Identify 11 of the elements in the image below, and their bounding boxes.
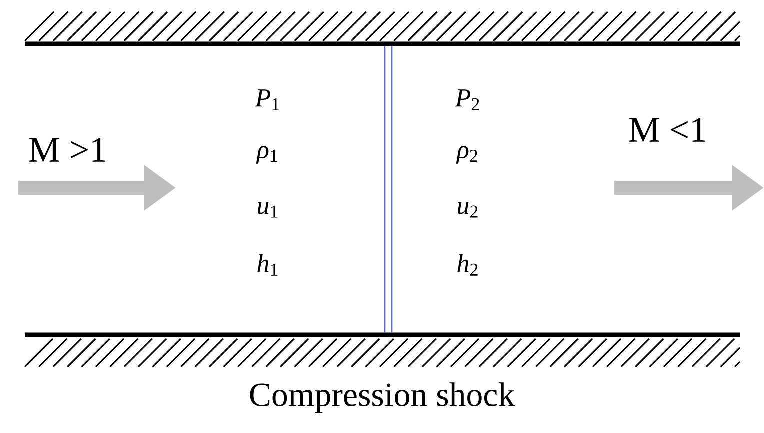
state-variable: h$_{2}$	[458, 254, 478, 276]
caption: Compression shock	[250, 382, 516, 414]
state-variable: P$_{1}$	[255, 90, 280, 110]
state-variable: u$_{2}$	[458, 202, 478, 218]
state-variable: ρ$_{2}$	[456, 146, 478, 164]
flow-mach-label: M <1	[630, 118, 706, 142]
state-variable: P$_{2}$	[455, 90, 480, 110]
state-variable: u$_{1}$	[258, 202, 278, 218]
state-variable: ρ$_{1}$	[256, 146, 278, 164]
flow-mach-label: M >1	[30, 138, 106, 162]
state-variable: h$_{1}$	[258, 254, 278, 276]
